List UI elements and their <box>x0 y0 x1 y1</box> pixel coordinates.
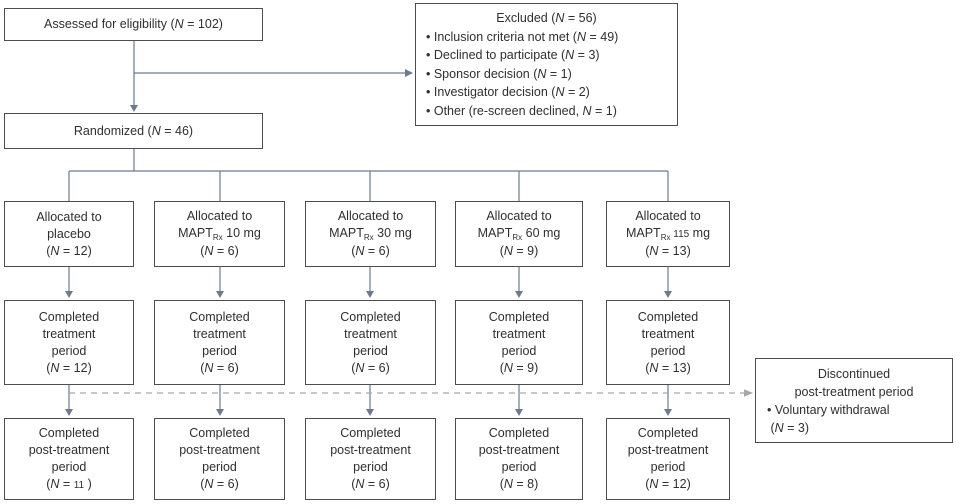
arrows-treatment-to-post <box>65 385 672 416</box>
assessed-text: Assessed for eligibility (N = 102) <box>44 17 223 31</box>
discontinued-bullets: • Voluntary withdrawal (N = 3) <box>767 402 890 435</box>
dashed-arrow-to-discontinued <box>69 389 753 397</box>
box-excluded: Excluded (N = 56) • Inclusion criteria n… <box>415 3 678 126</box>
box-randomized: Randomized (N = 46) <box>4 113 263 149</box>
excluded-bullets: • Inclusion criteria not met (N = 49)• D… <box>426 29 619 118</box>
arrows-allocation-to-treatment <box>65 267 672 298</box>
arrow-to-excluded <box>134 69 413 77</box>
arrow-assessed-to-randomized <box>130 41 138 112</box>
excluded-title: Excluded (N = 56) <box>496 11 597 25</box>
branch-randomized-to-arms <box>68 149 669 201</box>
randomized-text: Randomized (N = 46) <box>73 123 194 138</box>
box-assessed-eligibility: Assessed for eligibility (N = 102) <box>4 8 263 41</box>
